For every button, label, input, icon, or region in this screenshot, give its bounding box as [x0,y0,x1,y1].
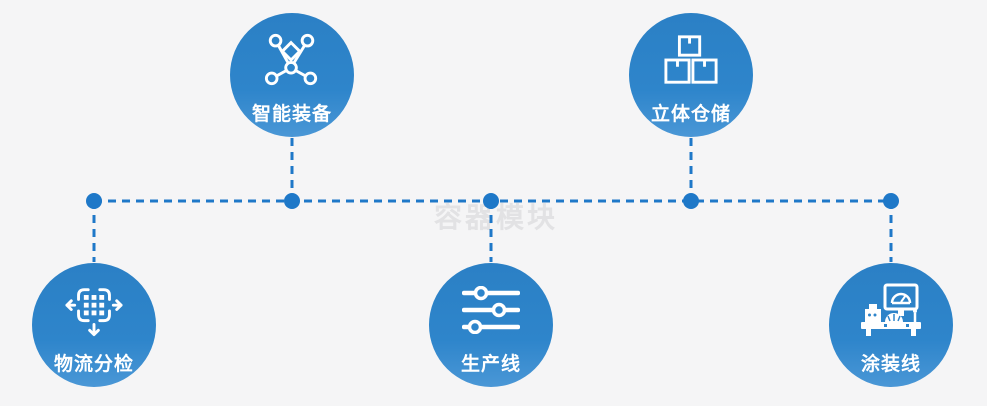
stacked-boxes-icon [663,30,719,90]
junction-dots [86,193,899,209]
sorting-arrows-icon [65,280,123,340]
node-logistics-sorting: 物流分检 [32,263,156,387]
node-label: 涂装线 [860,354,921,375]
machine-monitor-icon [859,280,923,340]
network-nodes-icon [263,30,321,90]
sliders-icon [462,280,520,340]
node-label: 物流分检 [53,354,134,375]
node-label: 智能装备 [251,104,332,125]
node-label: 生产线 [460,354,521,375]
node-label: 立体仓储 [650,104,731,125]
node-coating-line: 涂装线 [829,263,953,387]
node-production-line: 生产线 [429,263,553,387]
node-smart-equipment: 智能装备 [230,13,354,137]
node-warehouse: 立体仓储 [629,13,753,137]
